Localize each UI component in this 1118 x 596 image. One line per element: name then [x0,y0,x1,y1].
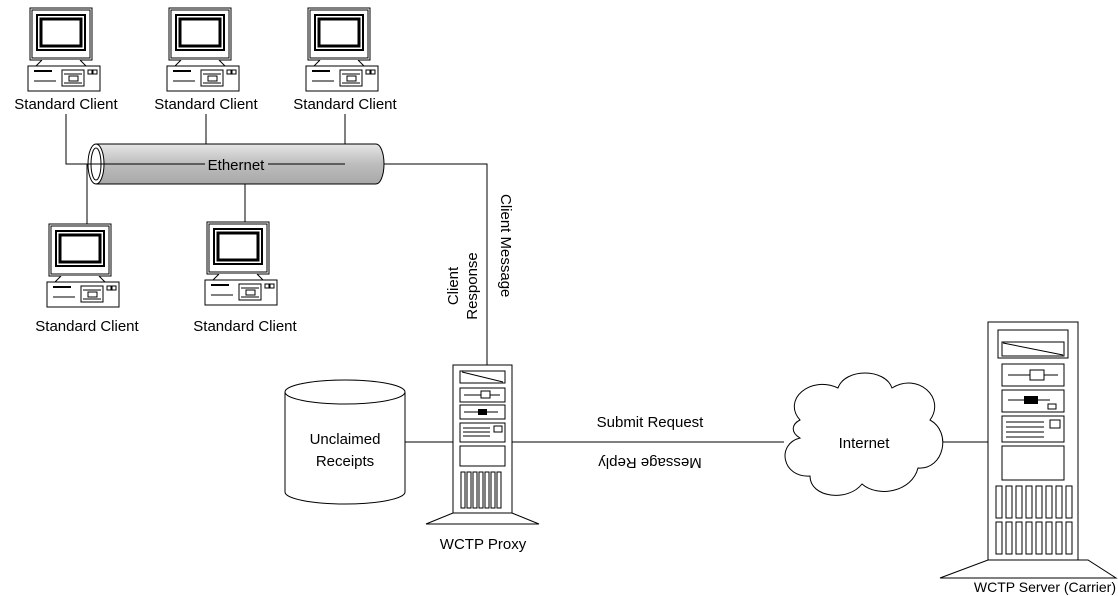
client-label: Standard Client [193,318,297,335]
desktop-computer-icon [45,222,121,309]
client-label: Standard Client [14,96,118,113]
wctp-server: WCTP Server (Carrier) [939,321,1118,595]
standard-client-5: Standard Client [193,220,298,335]
svg-text:Response: Response [464,252,481,320]
standard-client-3: Standard Client [293,6,398,113]
unclaimed-receipts-database: Unclaimed Receipts [284,379,406,505]
client-label: Standard Client [154,96,258,113]
standard-client-4: Standard Client [35,222,140,335]
message-reply-label: Message Reply [598,454,702,471]
server-tower-icon [939,321,1118,579]
internet-cloud: Internet [784,372,944,496]
standard-client-2: Standard Client [154,6,259,113]
server-label: WCTP Server (Carrier) [974,579,1116,595]
client-response-label: Client Response [445,252,481,320]
desktop-computer-icon [165,6,241,93]
desktop-computer-icon [203,220,279,307]
ethernet-bus: Ethernet [66,143,385,185]
submit-request-label: Submit Request [597,414,705,431]
client-message-label: Client Message [497,194,514,297]
client-label: Standard Client [293,96,397,113]
desktop-computer-icon [26,6,102,93]
wctp-proxy: WCTP Proxy [425,364,540,553]
standard-client-1: Standard Client [14,6,119,113]
database-label-line1: Unclaimed [310,431,381,448]
proxy-label: WCTP Proxy [440,536,527,553]
svg-text:Client: Client [445,266,462,305]
internet-label: Internet [839,435,891,452]
desktop-computer-icon [304,6,380,93]
database-label-line2: Receipts [316,453,374,470]
client-label: Standard Client [35,318,139,335]
ethernet-label: Ethernet [208,157,266,174]
server-tower-icon [425,364,540,525]
